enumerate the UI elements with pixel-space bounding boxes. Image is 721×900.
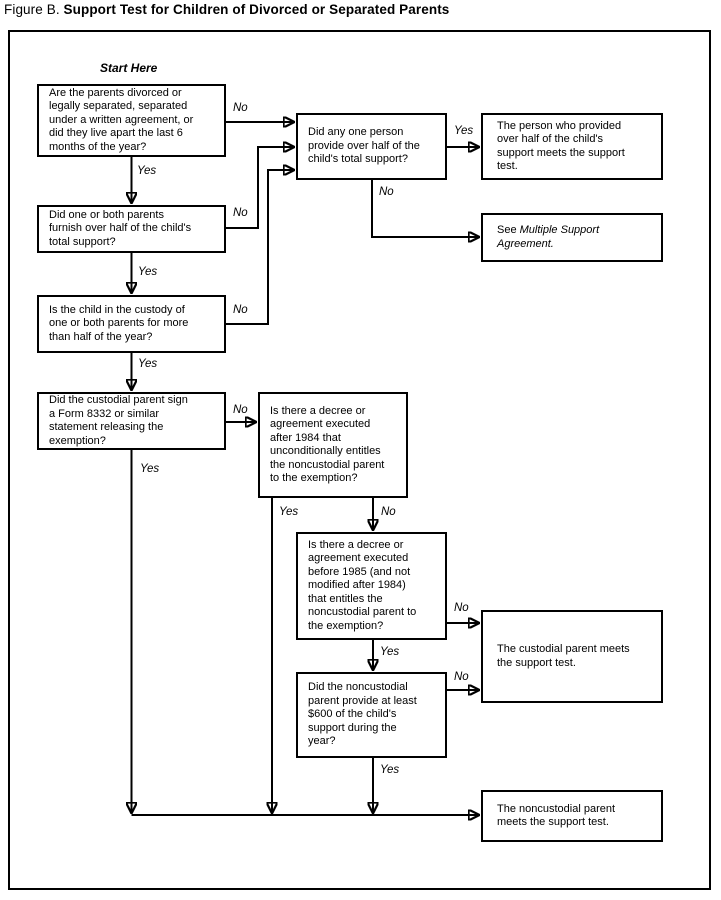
label-q6-yes: Yes (380, 646, 400, 658)
node-q7-600-dollars-support: Did the noncustodial parent provide at l… (296, 672, 447, 758)
label-q5-no: No (381, 506, 396, 518)
node-q1-divorced-or-separated: Are the parents divorced or legally sepa… (37, 84, 226, 157)
node-r3-custodial-meets-test: The custodial parent meets the support t… (481, 610, 663, 703)
figure-label: Figure B. (4, 2, 60, 17)
node-qa-text: Did any one person provide over half of … (308, 126, 420, 166)
label-q3-no: No (233, 304, 248, 316)
node-r2-multiple-support-agreement: See Multiple Support Agreement. (481, 213, 663, 262)
label-qa-no: No (379, 186, 394, 198)
node-q7-text: Did the noncustodial parent provide at l… (308, 681, 417, 748)
node-q6-text: Is there a decree or agreement executed … (308, 538, 417, 632)
node-q5-decree-after-1984: Is there a decree or agreement executed … (258, 392, 408, 498)
start-here-label: Start Here (100, 61, 158, 75)
node-q4-text: Did the custodial parent sign a Form 833… (49, 394, 188, 447)
label-qa-yes: Yes (454, 125, 474, 137)
node-q5-text: Is there a decree or agreement executed … (270, 404, 385, 485)
label-q7-no: No (454, 671, 469, 683)
edge-q2-no-line (226, 147, 294, 229)
node-q3-custody-half-year: Is the child in the custody of one or bo… (37, 295, 226, 353)
node-r3-text: The custodial parent meets the support t… (497, 643, 630, 669)
label-q2-yes: Yes (138, 266, 158, 278)
node-q1-text: Are the parents divorced or legally sepa… (49, 86, 194, 153)
node-q4-form-8332: Did the custodial parent sign a Form 833… (37, 392, 226, 450)
node-q3-text: Is the child in the custody of one or bo… (49, 303, 189, 343)
figure-title-text: Support Test for Children of Divorced or… (63, 2, 450, 17)
label-q3-yes: Yes (138, 358, 158, 370)
label-q1-yes: Yes (137, 165, 157, 177)
node-r2-italic: Multiple Support Agreement. (497, 224, 600, 250)
node-r1-person-meets-test: The person who provided over half of the… (481, 113, 663, 180)
edge-q3-no-line (226, 170, 294, 325)
node-q2-text: Did one or both parents furnish over hal… (49, 208, 192, 248)
node-r2-text: See Multiple Support Agreement. (483, 222, 603, 253)
node-q2-parents-furnish-half: Did one or both parents furnish over hal… (37, 205, 226, 253)
label-q1-no: No (233, 102, 248, 114)
label-q2-no: No (233, 207, 248, 219)
label-q5-yes: Yes (279, 506, 299, 518)
node-r4-text: The noncustodial parent meets the suppor… (497, 802, 616, 829)
node-r2-prefix: See (497, 224, 520, 236)
node-r4-noncustodial-meets-test: The noncustodial parent meets the suppor… (481, 790, 663, 842)
chart-border (8, 30, 711, 890)
node-q6-decree-before-1985: Is there a decree or agreement executed … (296, 532, 447, 640)
edge-qa-no-line (371, 180, 479, 237)
label-q4-yes: Yes (140, 463, 160, 475)
label-q7-yes: Yes (380, 764, 400, 776)
label-q4-no: No (233, 404, 248, 416)
label-q6-no: No (454, 602, 469, 614)
node-r1-text: The person who provided over half of the… (497, 119, 625, 173)
node-qa-one-person-half-support: Did any one person provide over half of … (296, 113, 447, 180)
figure-title: Figure B. Support Test for Children of D… (4, 2, 449, 17)
